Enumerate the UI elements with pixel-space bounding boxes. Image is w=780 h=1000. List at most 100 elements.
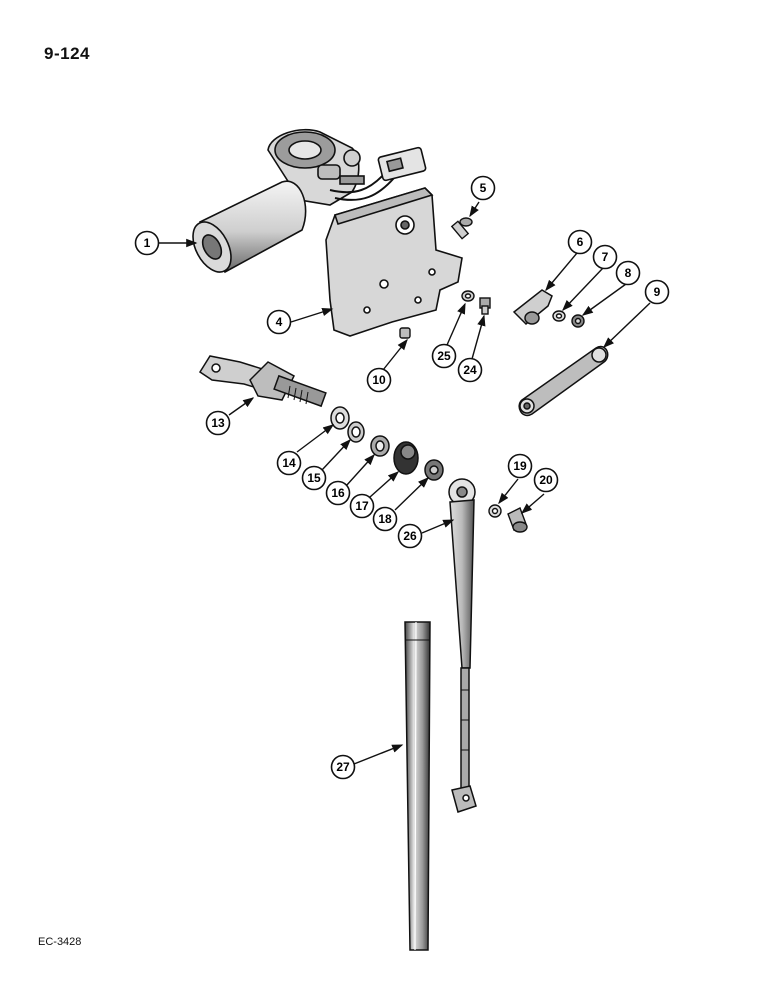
leader-13 xyxy=(228,397,255,416)
callout-label: 7 xyxy=(602,250,609,264)
leader-15 xyxy=(321,438,351,471)
bushing-17 xyxy=(393,441,419,475)
leader-20 xyxy=(520,493,545,514)
callout-label: 4 xyxy=(276,315,283,329)
callout-label: 1 xyxy=(144,236,151,250)
leader-5 xyxy=(469,201,480,218)
callout-circle xyxy=(205,410,231,436)
callout-label: 27 xyxy=(336,760,350,774)
callout-circle xyxy=(431,343,457,369)
callout-27: 27 xyxy=(330,754,356,780)
screw-10 xyxy=(399,327,411,339)
callout-label: 19 xyxy=(513,459,527,473)
callout-circle xyxy=(276,450,302,476)
callout-16: 16 xyxy=(325,480,351,506)
callout-label: 24 xyxy=(463,363,477,377)
leader-17 xyxy=(369,471,400,498)
callout-14: 14 xyxy=(276,450,302,476)
callout-10: 10 xyxy=(366,367,392,393)
callout-circle xyxy=(644,279,670,305)
callout-9: 9 xyxy=(644,279,670,305)
callout-label: 17 xyxy=(355,499,369,513)
leader-18 xyxy=(394,477,430,511)
bolt-24 xyxy=(479,297,491,315)
callout-circle xyxy=(397,523,423,549)
callout-20: 20 xyxy=(533,467,559,493)
callout-circle xyxy=(134,230,160,256)
callout-circle xyxy=(330,754,356,780)
callout-circle xyxy=(457,357,483,383)
leader-6 xyxy=(545,252,578,292)
figure-code: EC-3428 xyxy=(38,936,82,948)
washer-25 xyxy=(461,290,475,302)
callout-18: 18 xyxy=(372,506,398,532)
seal-16 xyxy=(370,435,390,457)
washer-15 xyxy=(347,421,365,443)
callout-15: 15 xyxy=(301,465,327,491)
callout-circle xyxy=(533,467,559,493)
callout-label: 13 xyxy=(211,416,225,430)
link-arm-9 xyxy=(518,345,609,417)
callout-circle xyxy=(592,244,618,270)
callout-circle xyxy=(301,465,327,491)
callout-circle xyxy=(567,229,593,255)
callout-label: 18 xyxy=(378,512,392,526)
callout-circle xyxy=(615,260,641,286)
leader-24 xyxy=(471,314,486,360)
leader-14 xyxy=(296,424,335,453)
callout-label: 9 xyxy=(654,285,661,299)
callout-circle xyxy=(366,367,392,393)
leader-4 xyxy=(290,307,334,323)
callout-label: 14 xyxy=(282,456,296,470)
callout-19: 19 xyxy=(507,453,533,479)
callout-5: 5 xyxy=(470,175,496,201)
mounting-plate xyxy=(325,187,463,337)
callout-label: 25 xyxy=(437,349,451,363)
wiper-motor xyxy=(192,128,427,274)
callout-13: 13 xyxy=(205,410,231,436)
leader-10 xyxy=(382,338,408,371)
washer-19 xyxy=(488,504,502,518)
callout-label: 10 xyxy=(372,373,386,387)
leader-19 xyxy=(498,478,519,505)
callout-circle xyxy=(470,175,496,201)
callout-label: 26 xyxy=(403,529,417,543)
wiper-blade-27 xyxy=(404,621,431,951)
callout-circle xyxy=(372,506,398,532)
nut-18 xyxy=(424,459,444,481)
callout-24: 24 xyxy=(457,357,483,383)
leader-16 xyxy=(345,453,375,487)
callout-label: 5 xyxy=(480,181,487,195)
leader-7 xyxy=(562,267,604,312)
callout-8: 8 xyxy=(615,260,641,286)
callout-circle xyxy=(266,309,292,335)
callout-label: 6 xyxy=(577,235,584,249)
leader-25 xyxy=(446,302,466,346)
leader-26 xyxy=(421,519,455,534)
callout-4: 4 xyxy=(266,309,292,335)
pivot-shaft-13 xyxy=(198,355,327,408)
callout-26: 26 xyxy=(397,523,423,549)
wiper-arm-26 xyxy=(448,478,477,813)
callout-17: 17 xyxy=(349,493,375,519)
callout-25: 25 xyxy=(431,343,457,369)
leader-9 xyxy=(602,302,651,348)
leader-lines xyxy=(159,201,651,765)
callout-label: 15 xyxy=(307,471,321,485)
crank-6 xyxy=(512,289,553,326)
washer-14 xyxy=(330,406,350,430)
callout-label: 8 xyxy=(625,266,632,280)
nut-8 xyxy=(571,314,585,328)
screw-5 xyxy=(450,217,473,240)
callout-6: 6 xyxy=(567,229,593,255)
callout-circle xyxy=(349,493,375,519)
page-number: 9-124 xyxy=(44,44,90,63)
callout-label: 16 xyxy=(331,486,345,500)
callout-circle xyxy=(325,480,351,506)
leader-27 xyxy=(353,744,404,765)
callout-circle xyxy=(507,453,533,479)
washer-7 xyxy=(552,310,566,322)
callout-7: 7 xyxy=(592,244,618,270)
